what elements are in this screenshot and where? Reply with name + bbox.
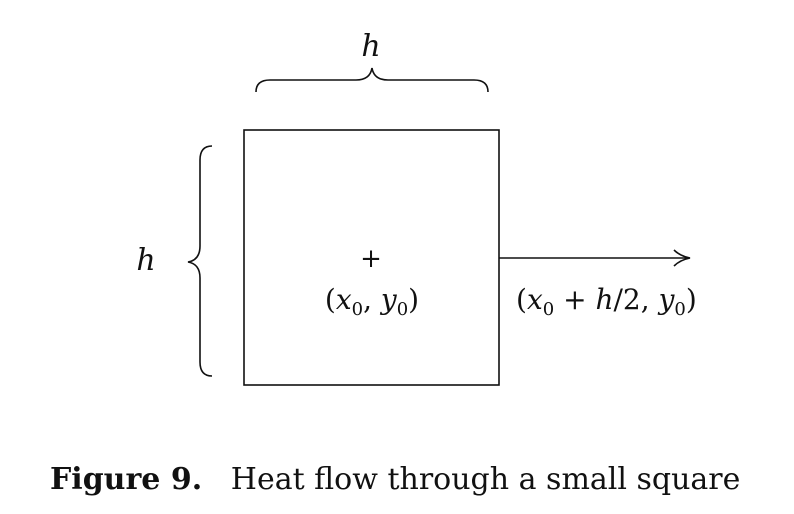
figure-label: Figure 9.: [50, 462, 203, 497]
caption-text: Heat flow through a small square: [230, 462, 741, 497]
left-dimension-label: h: [136, 243, 155, 278]
caption-spacer: [212, 462, 222, 497]
center-point-label: (x0, y0): [325, 283, 419, 320]
right-point-label: (x0 + h/2, y0): [516, 283, 697, 320]
center-marker: +: [360, 244, 382, 274]
heat-flow-diagram: h h + (x0, y0) (x0 + h/2, y0): [136, 29, 697, 386]
arrow-head: [673, 249, 691, 267]
top-dimension-label: h: [361, 29, 380, 64]
figure-caption: Figure 9. Heat flow through a small squa…: [50, 462, 740, 498]
left-brace: [187, 145, 213, 377]
top-brace: [255, 67, 489, 93]
